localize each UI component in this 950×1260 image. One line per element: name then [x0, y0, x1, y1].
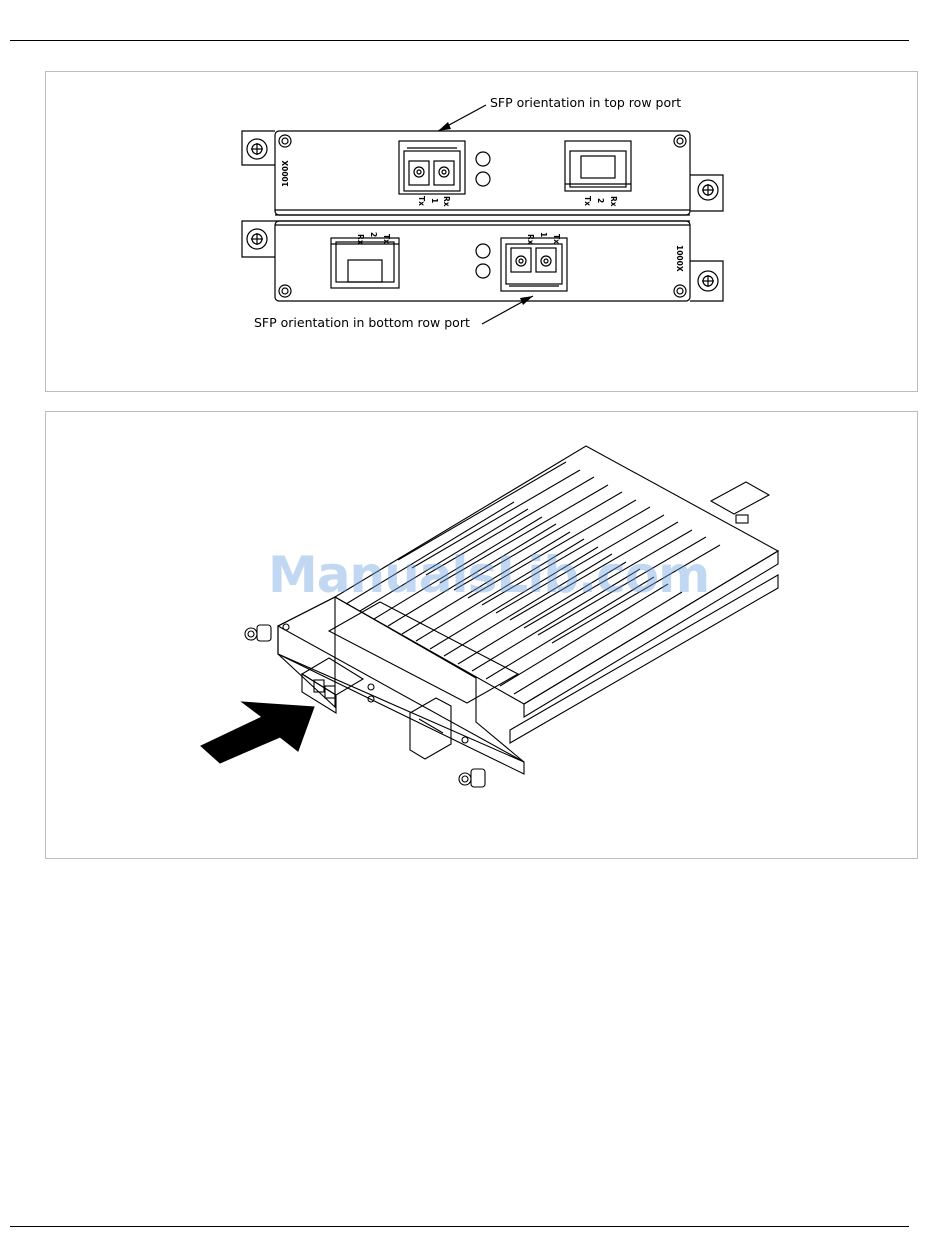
- upper-led-1: [476, 152, 490, 166]
- footer-rule: [10, 1226, 909, 1227]
- front-panel-end: [278, 597, 335, 707]
- lower-led-1: [476, 244, 490, 258]
- lower-led-2: [476, 264, 490, 278]
- label-area: [329, 602, 518, 703]
- sfp-insertion-figure: ManualsLib.com: [45, 411, 918, 859]
- upper-port-2: [565, 141, 631, 191]
- lower-port-1: [501, 238, 567, 291]
- rear-connector: [711, 482, 769, 514]
- lower-port2-num: 2: [369, 232, 378, 237]
- lower-port1-tx: Tx: [552, 234, 561, 244]
- upper-port2-num: 2: [596, 198, 605, 203]
- bottom-row-callout: SFP orientation in bottom row port: [254, 315, 470, 330]
- upper-port2-tx: Tx: [583, 196, 592, 206]
- lower-port1-num: 1: [539, 232, 548, 237]
- screw-icons: [247, 135, 718, 297]
- upper-module-plate: [275, 131, 690, 215]
- lower-module-plate: [275, 221, 690, 301]
- lower-port2-rx: Rx: [356, 234, 365, 245]
- upper-module-label: 1000X: [281, 160, 290, 187]
- led-1: [368, 684, 374, 690]
- header-rule: [10, 40, 909, 41]
- upper-port1-num: 1: [430, 198, 439, 203]
- module-front-panel-diagram: 1000X 1000X Tx 1 Rx Tx 2 Rx Tx 2 Rx Tx 1…: [46, 72, 919, 393]
- top-row-callout: SFP orientation in top row port: [490, 95, 681, 110]
- lower-port1-rx: Rx: [526, 234, 535, 245]
- upper-port2-rx: Rx: [609, 196, 618, 207]
- upper-led-2: [476, 172, 490, 186]
- insertion-arrow: [201, 702, 314, 763]
- installed-sfp-top: [302, 658, 363, 695]
- upper-port1-tx: Tx: [417, 196, 426, 206]
- port-orientation-figure: 1000X 1000X Tx 1 Rx Tx 2 Rx Tx 2 Rx Tx 1…: [45, 71, 918, 392]
- lower-port2-tx: Tx: [382, 234, 391, 244]
- lower-port-2: [331, 238, 399, 288]
- upper-port1-rx: Rx: [442, 196, 451, 207]
- watermark: ManualsLib.com: [268, 546, 709, 604]
- upper-port-1: [399, 141, 465, 194]
- module-isometric-diagram: [46, 412, 919, 860]
- lower-module-label: 1000X: [675, 245, 684, 272]
